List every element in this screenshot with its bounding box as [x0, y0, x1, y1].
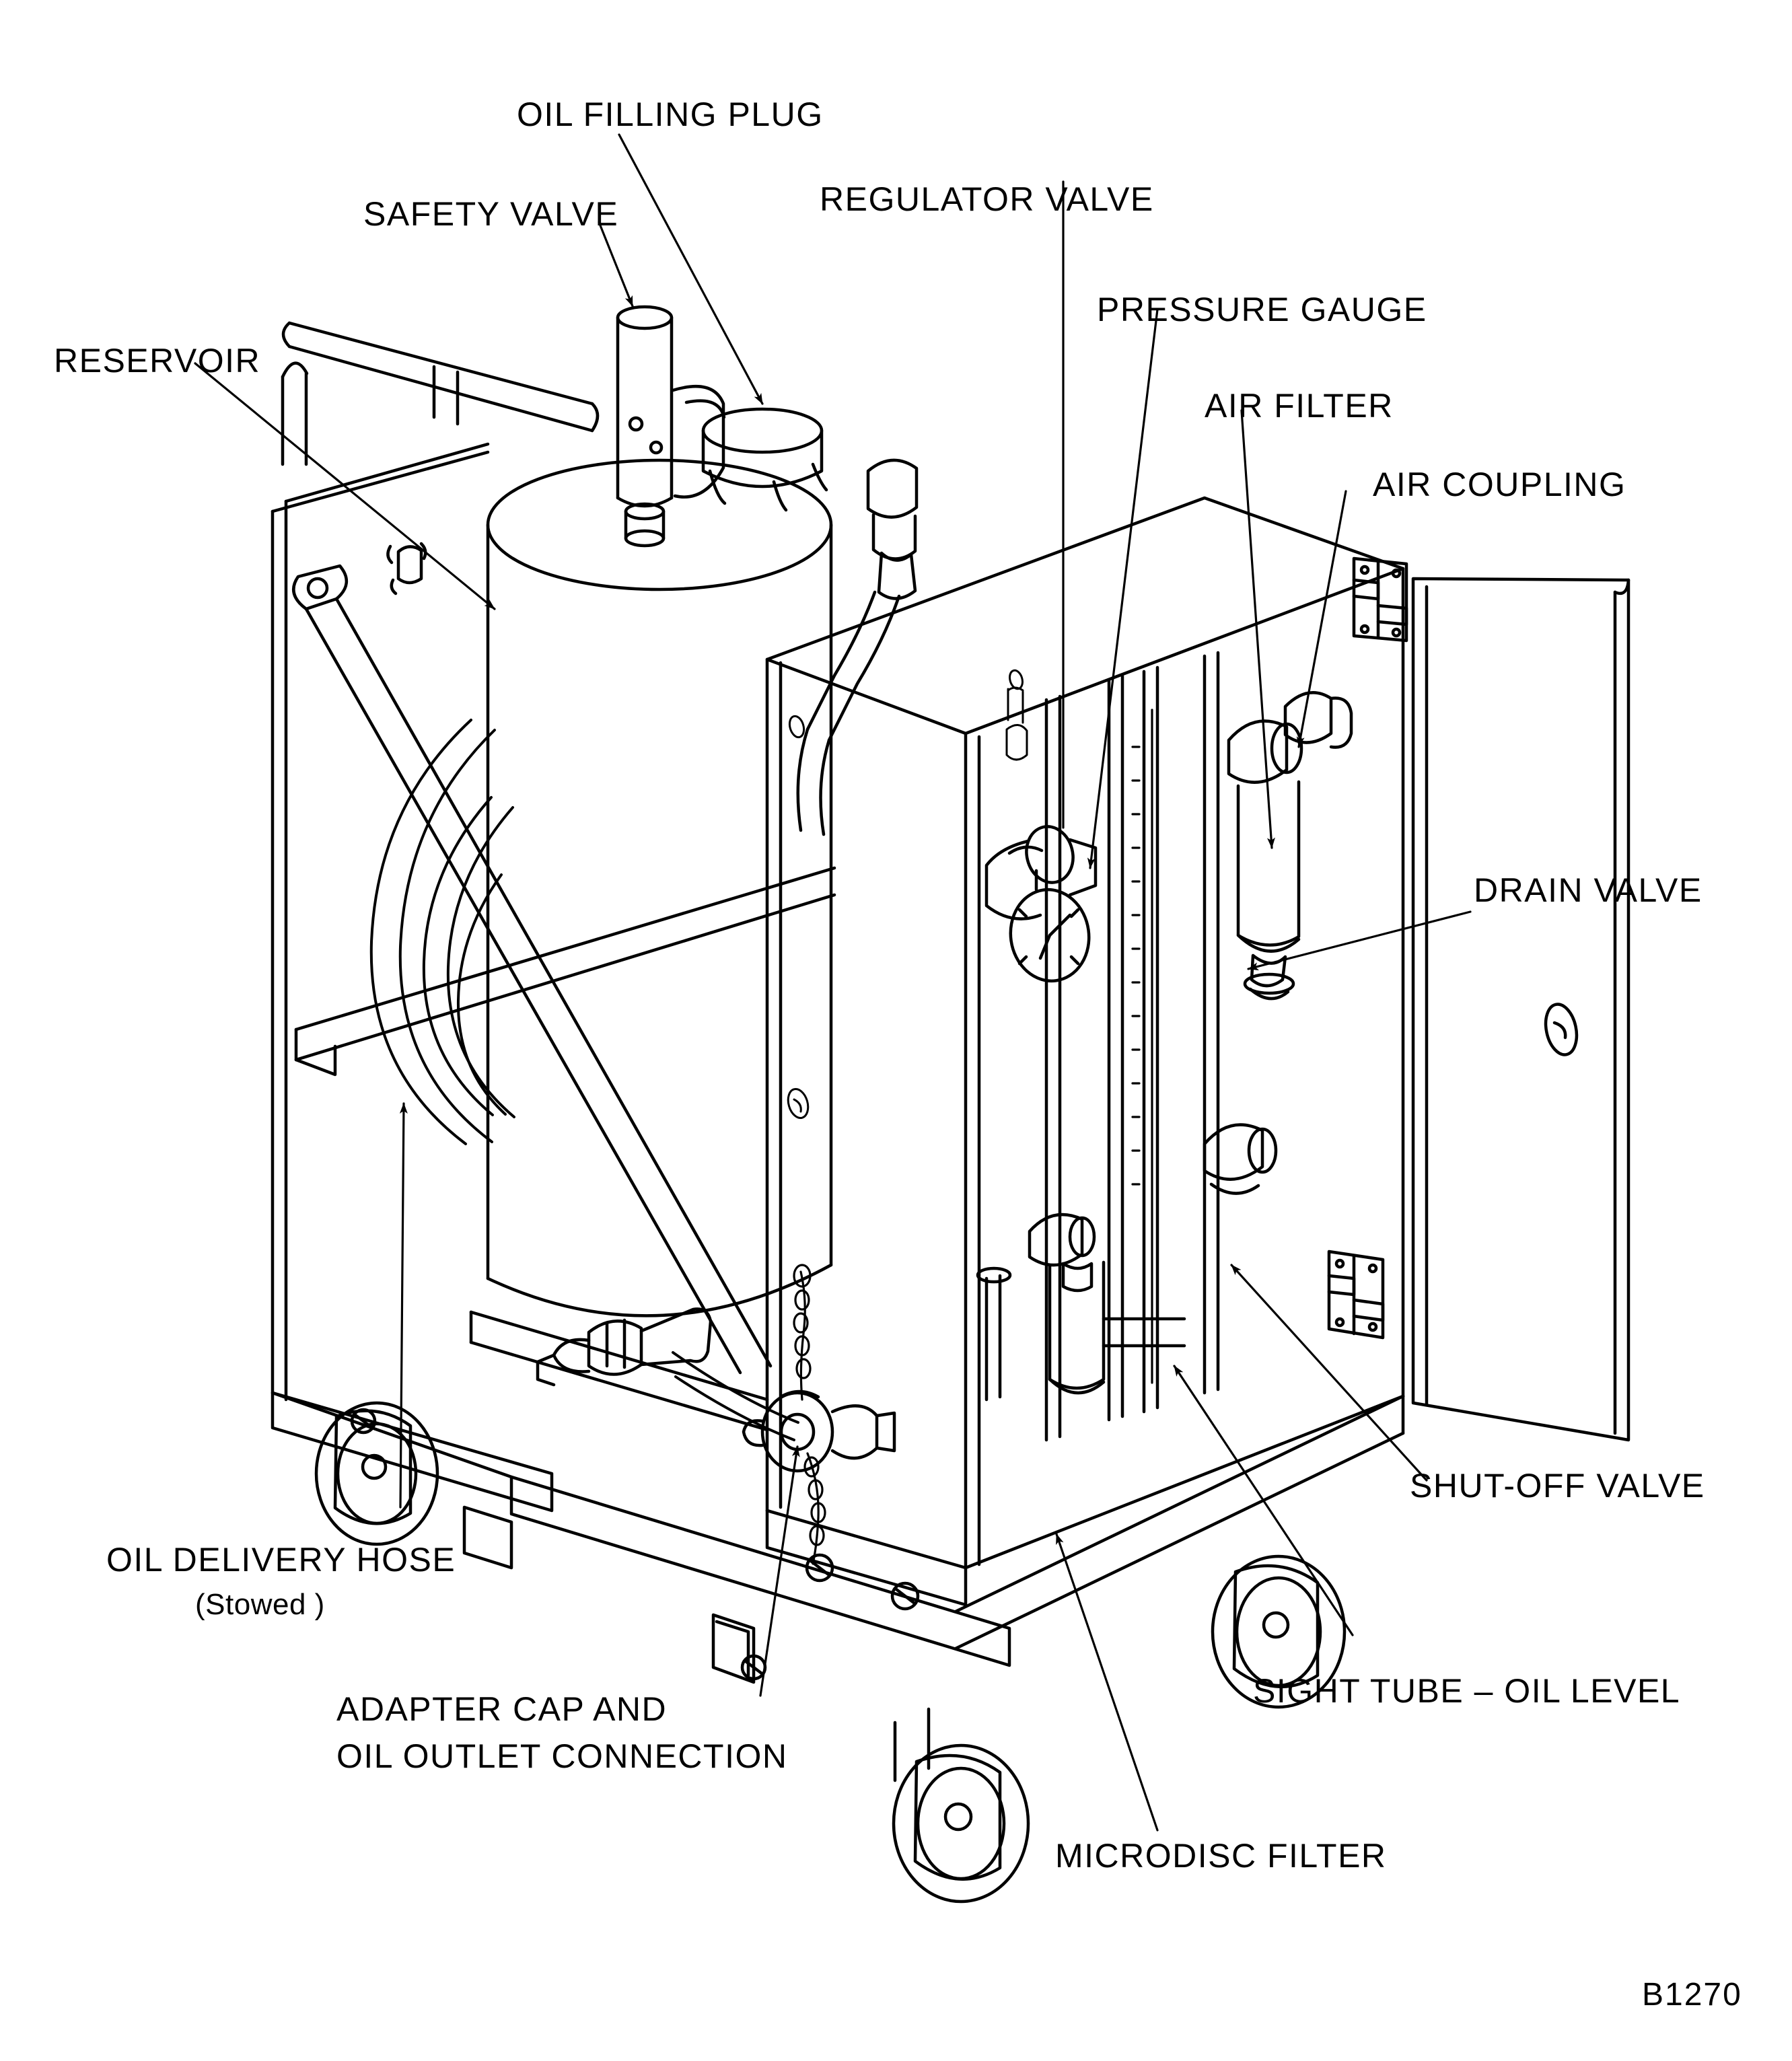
lower-pipe-run — [976, 1266, 1186, 1402]
air-filter-part — [1227, 719, 1303, 1001]
caster-wheel-front — [892, 1707, 1030, 1904]
leader-oil-delivery-hose — [399, 1102, 408, 1509]
push-handle — [281, 321, 600, 466]
microdisc-filter-part — [1028, 1213, 1106, 1395]
callout-label-safety-valve: SAFETY VALVE — [363, 195, 619, 233]
leader-lines — [194, 133, 1472, 1832]
caster-wheel-left — [314, 1401, 439, 1546]
air-coupling-part — [1283, 691, 1353, 749]
leader-air-filter — [1240, 409, 1275, 849]
callout-label-oil-delivery-hose: OIL DELIVERY HOSE — [106, 1541, 456, 1579]
leader-air-coupling — [1296, 490, 1347, 748]
leader-pressure-gauge — [1087, 308, 1159, 869]
oil-delivery-hose-run — [672, 1351, 799, 1441]
leader-shut-off-valve — [1230, 1264, 1428, 1482]
leader-microdisc-filter — [1055, 1533, 1159, 1832]
callout-label-shut-off-valve: SHUT-OFF VALVE — [1410, 1467, 1705, 1505]
figure-code: B1270 — [1642, 1977, 1742, 2013]
callout-label-microdisc-filter: MICRODISC FILTER — [1055, 1837, 1387, 1875]
tank-elbow-fitting — [796, 458, 919, 836]
callout-label-oil-filling-plug: OIL FILLING PLUG — [517, 96, 824, 133]
door-hinge-upper — [1352, 556, 1408, 643]
sight-tube — [1131, 709, 1153, 1387]
callout-label-reservoir: RESERVOIR — [54, 342, 261, 379]
leader-adapter-cap — [759, 1445, 800, 1697]
tank-top-bracket — [386, 542, 427, 595]
oil-filling-plug-part — [701, 407, 828, 512]
shut-off-valve-part — [1203, 1123, 1278, 1195]
cart-base-frame — [271, 1310, 1405, 1684]
pressure-gauge-part — [1009, 869, 1091, 983]
cart-left-panel — [271, 442, 513, 1479]
adapter-cap-and-oil-outlet — [742, 1389, 896, 1473]
oil-delivery-hose-coil — [369, 719, 515, 1145]
leader-oil-filling-plug — [618, 133, 764, 405]
callout-label-air-coupling: AIR COUPLING — [1373, 466, 1626, 503]
instrument-cabinet — [765, 496, 1405, 1570]
caster-wheel-right — [1211, 1554, 1347, 1709]
safety-valve-part — [616, 305, 726, 548]
door-latch — [1544, 1003, 1579, 1056]
callout-label-sight-tube-oil-level: SIGHT TUBE – OIL LEVEL — [1253, 1672, 1681, 1710]
callout-label-regulator-valve: REGULATOR VALVE — [820, 180, 1154, 218]
tank-drain-cock — [536, 1307, 713, 1387]
leader-safety-valve — [598, 221, 634, 308]
door-hinge-lower — [1327, 1250, 1385, 1340]
cap-chain — [793, 1264, 826, 1565]
callout-label-air-filter: AIR FILTER — [1205, 387, 1394, 425]
cabinet-door — [1411, 577, 1630, 1442]
callout-label-adapter-cap-line-1: ADAPTER CAP AND — [336, 1690, 668, 1728]
regulator-valve-part — [984, 825, 1098, 920]
cabinet-fasteners — [787, 669, 1028, 1119]
frame-diagonal-brace — [292, 564, 773, 1375]
cabinet-interior-panels — [1044, 651, 1220, 1442]
callout-label-drain-valve: DRAIN VALVE — [1474, 871, 1703, 909]
callout-label-oil-delivery-hose-state: (Stowed ) — [195, 1588, 325, 1621]
callout-label-pressure-gauge: PRESSURE GAUGE — [1097, 291, 1427, 328]
callout-label-adapter-cap-line-2: OIL OUTLET CONNECTION — [336, 1737, 788, 1775]
drain-valve-part — [1243, 972, 1295, 995]
frame-horizontal-brace — [294, 866, 836, 1077]
